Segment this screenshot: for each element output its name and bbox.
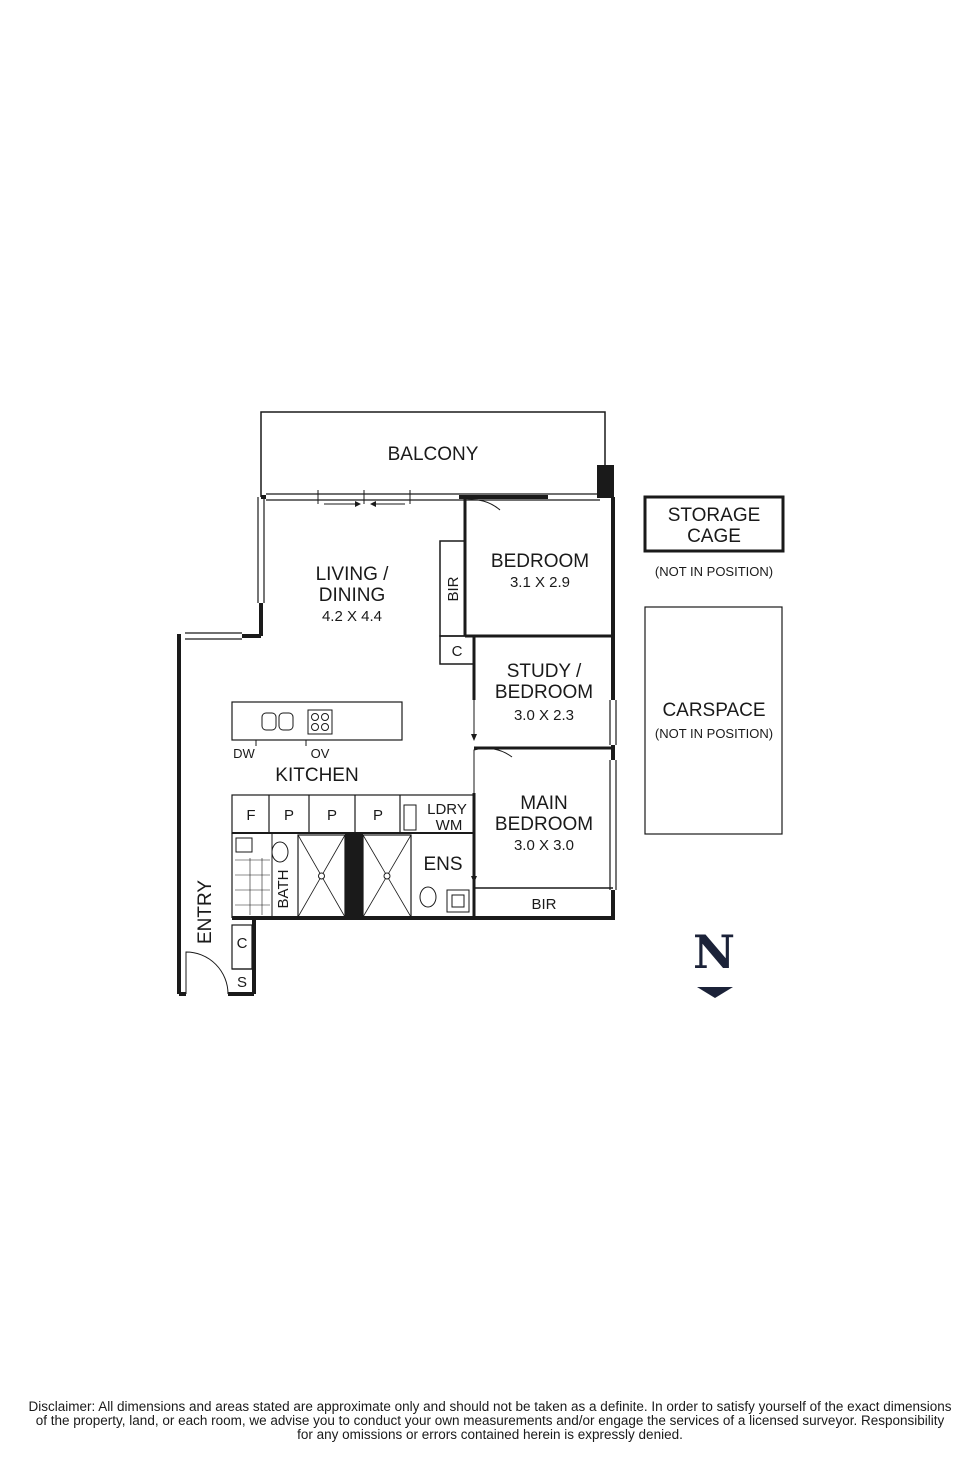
disclaimer-line-1: Disclaimer: All dimensions and areas sta… (28, 1399, 952, 1414)
carspace-note: (NOT IN POSITION) (655, 726, 773, 741)
disclaimer-line-3: for any omissions or errors contained he… (297, 1427, 683, 1442)
main-bedroom-label-1: MAIN (520, 793, 568, 814)
disclaimer-line-2: of the property, land, or each room, we … (35, 1413, 945, 1428)
balcony-column (597, 465, 614, 498)
study-dims: 3.0 X 2.3 (514, 707, 574, 724)
north-compass: N (693, 925, 735, 998)
storage-label-2: CAGE (687, 526, 741, 547)
bedroom-dims: 3.1 X 2.9 (510, 574, 570, 591)
living-label-2: DINING (319, 585, 386, 606)
balcony-label: BALCONY (388, 444, 479, 465)
bath-label: BATH (275, 870, 292, 909)
main-bedroom-dims: 3.0 X 3.0 (514, 837, 574, 854)
main-bir-label: BIR (531, 896, 556, 913)
bedroom-bir-label: BIR (445, 576, 462, 601)
balcony (260, 411, 614, 498)
washing-machine-label: WM (436, 817, 463, 834)
laundry-label: LDRY (427, 801, 467, 818)
entry-label: ENTRY (195, 880, 216, 944)
living-dims: 4.2 X 4.4 (322, 608, 382, 625)
bedroom-label: BEDROOM (491, 551, 589, 572)
south-arrow-icon (697, 987, 733, 998)
bathroom-area (231, 832, 474, 918)
main-bedroom-label-2: BEDROOM (495, 814, 593, 835)
cupboard-c-label: C (452, 643, 463, 660)
toilet-icon (419, 886, 437, 908)
study-label-2: BEDROOM (495, 682, 593, 703)
sink-icon (261, 712, 277, 731)
pantry-label-2: P (327, 807, 337, 824)
room-labels: BALCONY LIVING / DINING 4.2 X 4.4 BEDROO… (195, 444, 593, 991)
exterior-walls (177, 490, 617, 996)
vanity-icon (446, 889, 470, 913)
toilet-icon (271, 841, 289, 863)
carspace: CARSPACE (NOT IN POSITION) (644, 606, 783, 835)
carspace-label: CARSPACE (662, 700, 765, 721)
ov-label: OV (311, 746, 330, 761)
kitchen-label: KITCHEN (275, 765, 358, 786)
storage-label-1: STORAGE (668, 505, 761, 526)
sink-icon (278, 712, 294, 731)
ensuite-label: ENS (423, 854, 462, 875)
disclaimer: Disclaimer: All dimensions and areas sta… (10, 1400, 970, 1442)
kitchen-island (231, 701, 403, 746)
entry-cupboard-s-label: S (237, 974, 247, 991)
pantry-label-1: P (284, 807, 294, 824)
north-letter: N (693, 925, 735, 979)
pantry-label-3: P (373, 807, 383, 824)
entry-cupboard-c-label: C (237, 935, 248, 952)
cooktop-icon (307, 709, 333, 735)
study-label-1: STUDY / (507, 661, 582, 682)
fridge-label: F (246, 807, 255, 824)
storage-cage: STORAGE CAGE (NOT IN POSITION) (643, 495, 785, 579)
storage-note: (NOT IN POSITION) (655, 564, 773, 579)
dw-label: DW (233, 746, 255, 761)
living-label-1: LIVING / (316, 564, 390, 585)
